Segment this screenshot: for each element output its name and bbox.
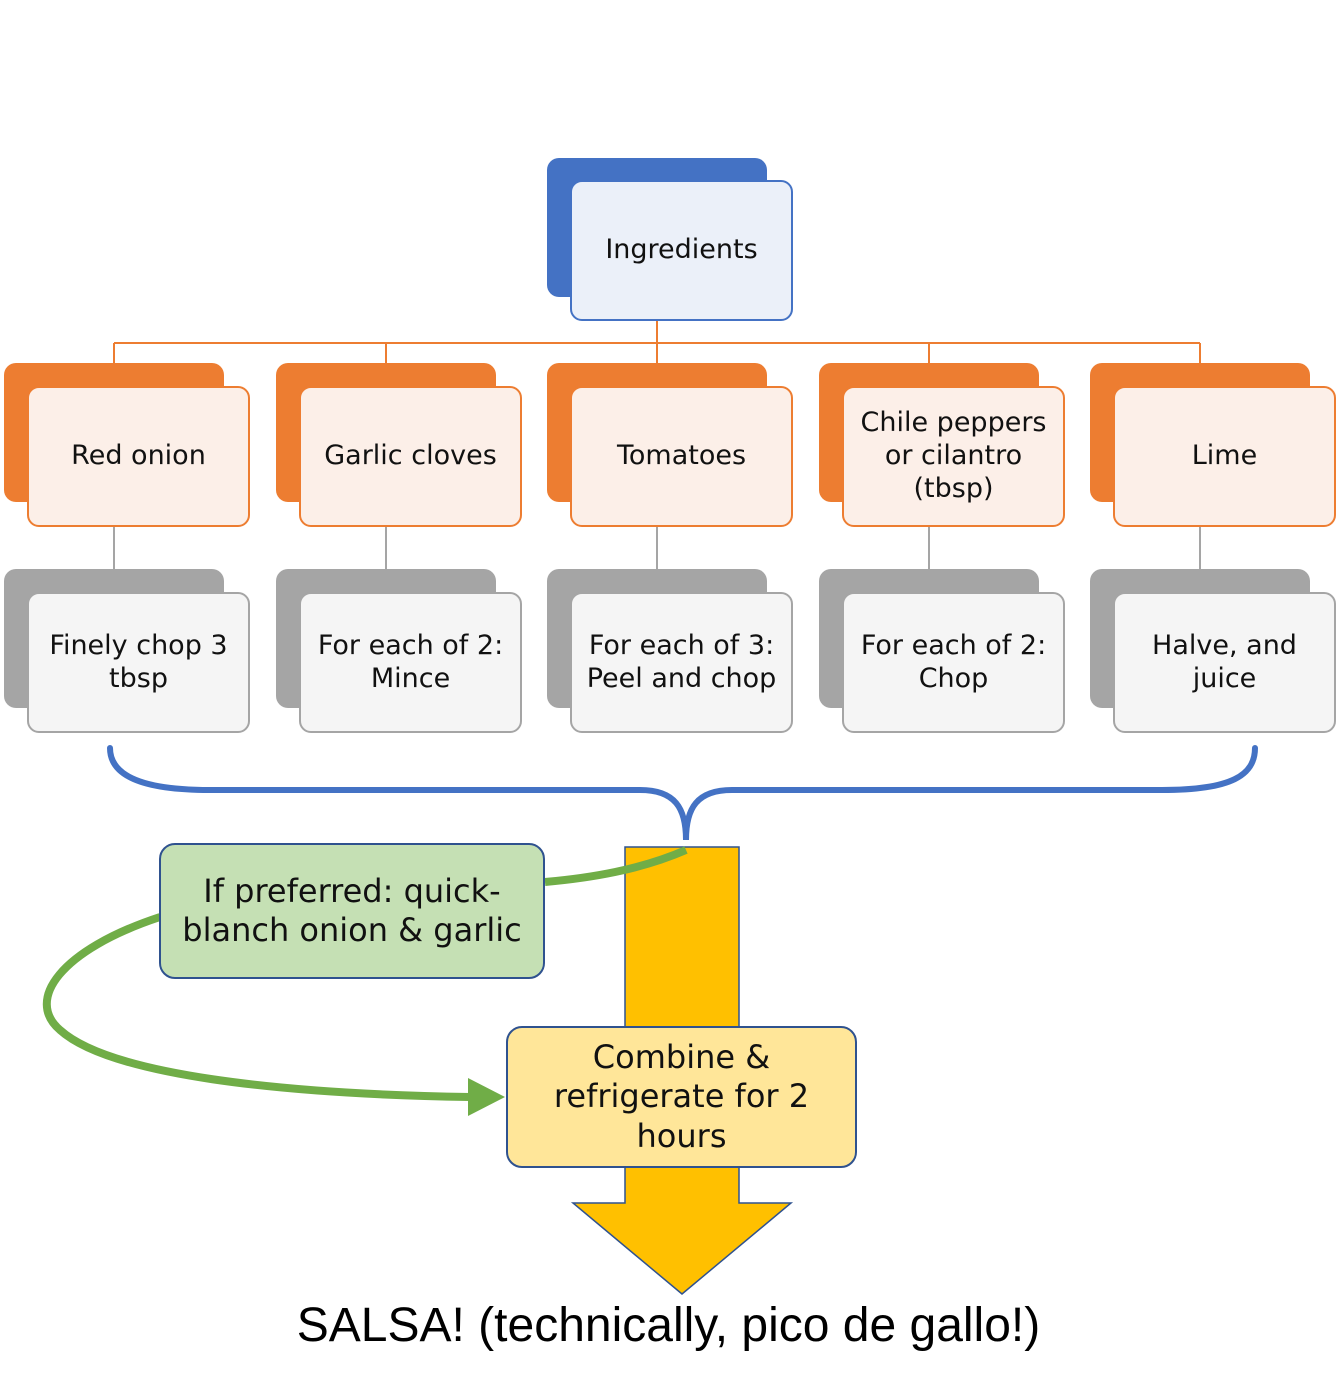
step-label: For each of 2: Mince bbox=[317, 629, 504, 694]
step-connectors bbox=[113, 526, 1201, 570]
step-node-chile: For each of 2: Chop bbox=[842, 592, 1065, 733]
step-label: For each of 2: Chop bbox=[860, 629, 1047, 694]
result-caption: SALSA! (technically, pico de gallo!) bbox=[296, 1299, 1041, 1352]
optional-step-label: If preferred: quick-blanch onion & garli… bbox=[182, 871, 522, 949]
ingredient-label: Garlic cloves bbox=[324, 440, 497, 472]
root-node-label: Ingredients bbox=[605, 234, 758, 266]
ingredient-label: Tomatoes bbox=[616, 440, 747, 472]
optional-arrowhead bbox=[468, 1078, 505, 1116]
step-node-red-onion: Finely chop 3 tbsp bbox=[27, 592, 250, 733]
step-node-tomatoes: For each of 3: Peel and chop bbox=[570, 592, 793, 733]
ingredient-label: Lime bbox=[1191, 440, 1258, 472]
root-node: Ingredients bbox=[570, 180, 793, 321]
step-node-lime: Halve, and juice bbox=[1113, 592, 1336, 733]
ingredient-node-garlic: Garlic cloves bbox=[299, 386, 522, 527]
step-label: Halve, and juice bbox=[1152, 629, 1297, 694]
root-connectors bbox=[113, 320, 1201, 364]
optional-step-node: If preferred: quick-blanch onion & garli… bbox=[159, 843, 545, 979]
optional-return-path bbox=[42, 913, 471, 1101]
step-label: For each of 3: Peel and chop bbox=[586, 629, 777, 694]
ingredient-node-red-onion: Red onion bbox=[27, 386, 250, 527]
combine-step-label: Combine & refrigerate for 2 hours bbox=[553, 1038, 810, 1155]
ingredient-node-lime: Lime bbox=[1113, 386, 1336, 527]
ingredient-node-tomatoes: Tomatoes bbox=[570, 386, 793, 527]
optional-path bbox=[544, 846, 688, 886]
step-label: Finely chop 3 tbsp bbox=[49, 629, 228, 694]
ingredient-label: Red onion bbox=[71, 440, 206, 472]
merge-brace bbox=[107, 745, 1258, 841]
combine-step-node: Combine & refrigerate for 2 hours bbox=[506, 1026, 857, 1168]
ingredient-node-chile: Chile peppers or cilantro (tbsp) bbox=[842, 386, 1065, 527]
ingredient-label: Chile peppers or cilantro (tbsp) bbox=[860, 407, 1047, 504]
step-node-garlic: For each of 2: Mince bbox=[299, 592, 522, 733]
